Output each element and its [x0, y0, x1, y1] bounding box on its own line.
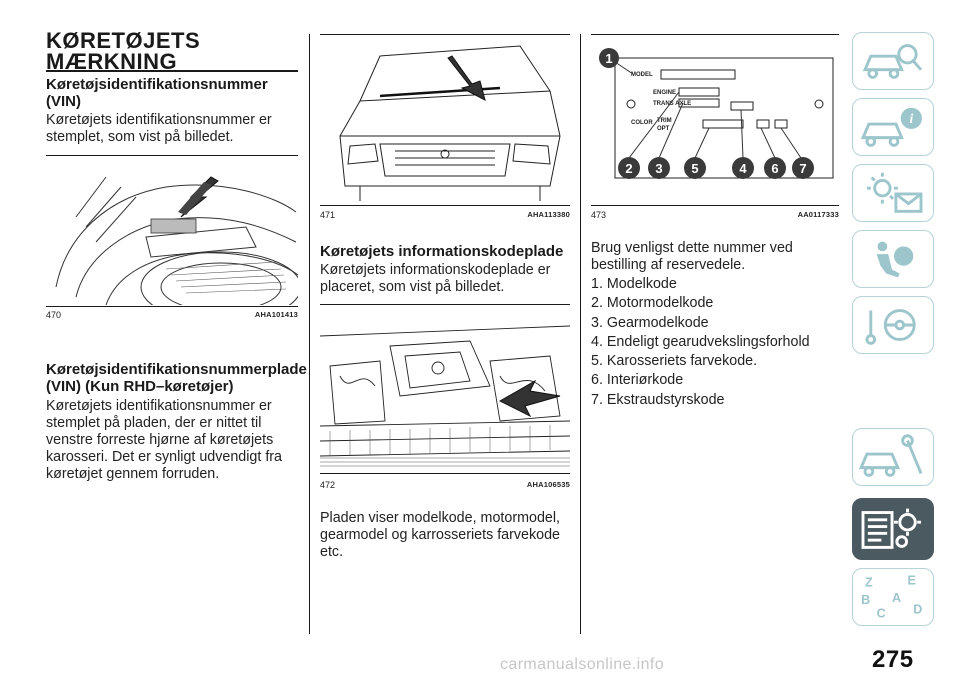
callout-number: 5	[691, 161, 698, 176]
figure-number: 471	[320, 210, 336, 220]
figure-number: 472	[320, 480, 336, 490]
warning-lights-icon	[866, 172, 923, 213]
figure-top-rule	[46, 155, 298, 156]
section-body-vin: Køretøjets identifikationsnummer er stem…	[46, 112, 272, 145]
list-item: 7. Ekstraudstyrskode	[591, 391, 725, 408]
list-item: 6. Interiørkode	[591, 372, 684, 389]
chapter-tab-info[interactable]: i	[852, 98, 934, 156]
title-underline	[46, 70, 298, 72]
figure-number: 470	[46, 310, 62, 320]
callout-number: 3	[655, 161, 662, 176]
figure-bottom-rule	[320, 205, 570, 206]
plate-label: TRANS AXLE	[653, 101, 691, 107]
svg-text:A: A	[892, 591, 901, 605]
list-item: 1. Modelkode	[591, 276, 677, 292]
figure-caption-472: 472 AHA106535	[320, 480, 570, 492]
plate-description: Pladen viser modelkode, motormodel, gear…	[320, 510, 560, 560]
section-heading-vin-plate: Køretøjsidentifikationsnummerplade (VIN)…	[46, 361, 307, 395]
svg-text:Z: Z	[865, 575, 873, 589]
figure-bottom-rule	[46, 306, 298, 307]
callout-number: 7	[799, 161, 806, 176]
figure-bottom-rule	[320, 473, 570, 474]
page-title: KØRETØJETS MÆRKNING	[46, 28, 201, 74]
specs-gear-icon	[861, 508, 922, 549]
figure-code: AHA113380	[527, 210, 570, 219]
figure-top-rule	[320, 34, 570, 35]
page-number: 275	[872, 646, 914, 673]
figure-470-engine-bay	[46, 157, 298, 305]
car-search-icon	[862, 44, 923, 79]
column-divider-2	[580, 34, 581, 634]
section-heading-info-plate: Køretøjets informationskodeplade	[320, 243, 564, 260]
alphabet-index-icon: Z E B A C D	[861, 573, 922, 620]
callout-number: 4	[739, 161, 747, 176]
column-divider-1	[309, 34, 310, 634]
watermark: carmanualsonline.info	[500, 656, 665, 673]
plate-label: OPT	[657, 126, 670, 132]
section-body-vin-plate: Køretøjets identifikationsnummer er stem…	[46, 398, 283, 482]
list-item: 5. Karosseriets farvekode.	[591, 353, 758, 370]
figure-473-code-plate: MODEL ENGINE TRANS AXLE COLOR TRIM OPT	[591, 36, 839, 204]
chapter-tab-maintenance[interactable]	[852, 428, 934, 486]
code-list: 1. Modelkode 2. Motormodelkode 3. Gearmo…	[591, 275, 836, 410]
svg-text:B: B	[861, 593, 870, 607]
figure-top-rule	[320, 304, 570, 305]
svg-text:E: E	[907, 573, 915, 587]
chapter-tab-starting[interactable]	[852, 296, 934, 354]
list-item: 2. Motormodelkode	[591, 295, 714, 312]
figure-code: AA0117333	[797, 210, 839, 219]
svg-text:C: C	[877, 606, 886, 620]
figure-number: 473	[591, 210, 607, 220]
callout-number: 1	[605, 51, 612, 66]
section-heading-vin: Køretøjsidentifikationsnummer (VIN)	[46, 76, 268, 110]
svg-text:D: D	[913, 602, 922, 616]
chapter-tab-technical-data[interactable]	[852, 498, 934, 560]
plate-label: COLOR	[631, 120, 653, 126]
callout-number: 6	[771, 161, 778, 176]
figure-code: AHA106535	[526, 480, 570, 489]
steering-key-icon	[865, 309, 916, 345]
plate-label: MODEL	[631, 72, 653, 78]
chapter-tab-dashboard[interactable]	[852, 32, 934, 90]
svg-text:i: i	[909, 111, 913, 126]
chapter-tab-safety[interactable]	[852, 230, 934, 288]
figure-caption-470: 470 AHA101413	[46, 310, 298, 322]
parts-ordering-note: Brug venligst dette nummer ved bestillin…	[591, 240, 793, 273]
airbag-seat-icon	[876, 241, 914, 278]
figure-top-rule	[591, 34, 839, 35]
callout-number: 2	[625, 161, 632, 176]
plate-label: TRIM	[657, 118, 672, 124]
figure-bottom-rule	[591, 205, 839, 206]
figure-472-engine	[320, 306, 570, 472]
list-item: 4. Endeligt gearudvekslingsforhold	[591, 333, 810, 350]
figure-471-car-front	[320, 36, 570, 204]
chapter-tab-index[interactable]: Z E B A C D	[852, 568, 934, 626]
figure-caption-473: 473 AA0117333	[591, 210, 839, 222]
figure-caption-471: 471 AHA113380	[320, 210, 570, 222]
car-info-icon: i	[860, 107, 922, 147]
car-wrench-icon	[858, 434, 923, 477]
plate-label: ENGINE	[653, 90, 676, 96]
list-item: 3. Gearmodelkode	[591, 314, 709, 331]
chapter-tab-warnings[interactable]	[852, 164, 934, 222]
figure-code: AHA101413	[254, 310, 298, 319]
section-body-info-plate: Køretøjets informationskodeplade er plac…	[320, 262, 551, 295]
